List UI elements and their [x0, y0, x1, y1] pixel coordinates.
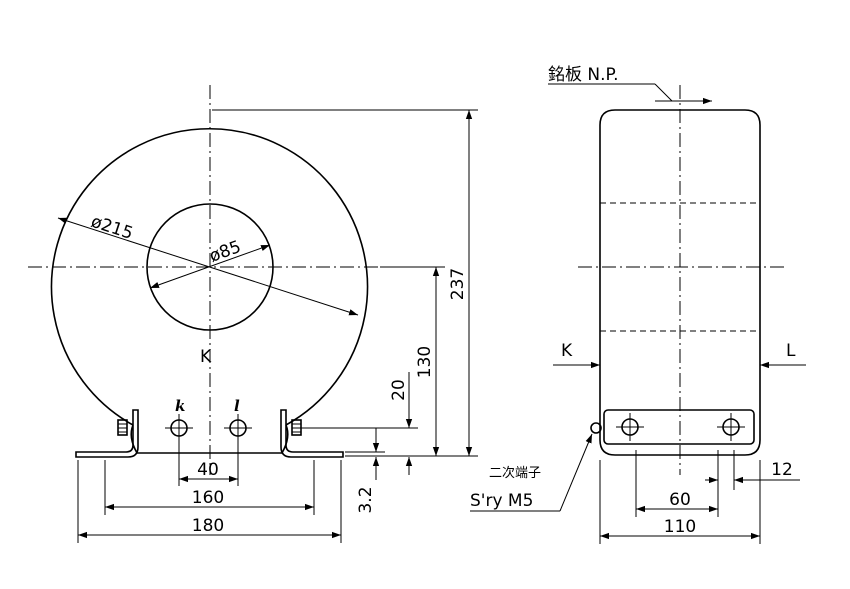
primary-k-label: K	[200, 347, 212, 367]
hole-offset-label: 12	[771, 460, 793, 480]
inner-diameter-label: ø85	[207, 237, 244, 267]
nameplate-leader	[654, 83, 673, 102]
secondary-terminal-en: S'ry M5	[470, 491, 533, 511]
secondary-k-label: k	[175, 397, 185, 415]
side-body-outline	[599, 109, 761, 456]
terminal-spacing-label: 40	[197, 460, 219, 480]
depth-label: 110	[664, 517, 696, 537]
center-height-label: 130	[415, 346, 435, 378]
side-k-bolt-icon	[590, 422, 602, 434]
side-view: 銘板 N.P. K L 二次端子 S'ry M5 60 12 110	[470, 65, 806, 544]
secondary-terminal-k-icon	[165, 414, 193, 442]
side-terminal-right-icon	[717, 413, 745, 441]
height-label: 237	[448, 268, 468, 300]
right-foot	[280, 409, 344, 458]
base-thickness-label: 3.2	[356, 486, 376, 513]
front-view: k l ø215 ø85 K 237 130 20 3.2 4	[28, 85, 478, 543]
secondary-terminal-leader	[559, 433, 593, 512]
terminal-board	[603, 409, 755, 445]
side-l-label: L	[786, 341, 796, 361]
outer-diameter-label: ø215	[88, 212, 135, 244]
secondary-l-label: l	[234, 397, 240, 415]
secondary-terminal-jp: 二次端子	[489, 465, 541, 481]
side-terminal-spacing-label: 60	[669, 490, 691, 510]
left-foot	[75, 409, 139, 458]
base-width-label: 180	[192, 516, 224, 536]
secondary-terminal-l-icon	[224, 414, 252, 442]
side-terminal-left-icon	[616, 413, 644, 441]
nameplate-label: 銘板 N.P.	[548, 65, 619, 85]
side-k-label: K	[561, 341, 573, 361]
mounting-spacing-label: 160	[192, 488, 224, 508]
inner-diameter-leader	[149, 244, 271, 289]
terminal-height-label: 20	[389, 379, 409, 401]
